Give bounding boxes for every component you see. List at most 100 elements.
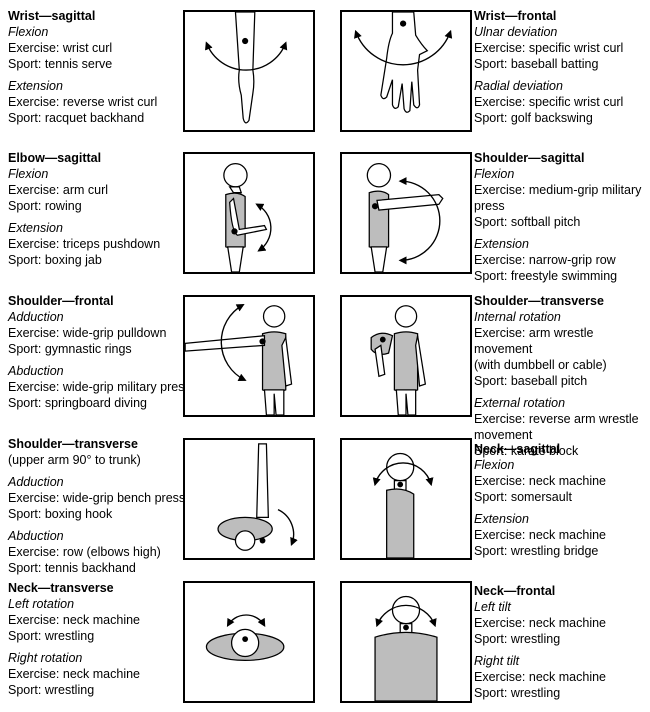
section-label: Radial deviation <box>474 79 563 93</box>
section-line: Exercise: medium-grip military <box>474 183 642 197</box>
neck-frontal-illustration <box>374 595 438 701</box>
neck-sagittal-illustration <box>372 452 434 558</box>
section-line: Exercise: neck machine <box>474 670 607 684</box>
section-line: Exercise: neck machine <box>474 616 607 630</box>
block-shoulder-sagittal: Shoulder—sagittal Flexion Exercise: medi… <box>474 150 641 284</box>
block-elbow-sagittal: Elbow—sagittal Flexion Exercise: arm cur… <box>8 150 160 268</box>
shoulder-transverse-illustration <box>370 305 427 415</box>
section-label: Flexion <box>8 167 49 181</box>
figure-shoulder-frontal <box>183 295 315 417</box>
neck-transverse-illustration <box>205 614 285 662</box>
section-label: External rotation <box>474 396 566 410</box>
section-line: Exercise: specific wrist curl <box>474 95 624 109</box>
block-title: Wrist—frontal <box>474 9 557 23</box>
section-label: Extension <box>474 237 529 251</box>
section-label: Ulnar deviation <box>474 25 558 39</box>
section-line: Exercise: wrist curl <box>8 41 113 55</box>
block-neck-transverse: Neck—transverse Left rotation Exercise: … <box>8 580 140 698</box>
section-line: press <box>474 199 505 213</box>
section-label: Internal rotation <box>474 310 561 324</box>
block-title: Neck—sagittal <box>474 442 561 456</box>
section-label: Flexion <box>474 458 515 472</box>
section-line: Exercise: wide-grip pulldown <box>8 326 167 340</box>
section-line: Sport: rowing <box>8 199 82 213</box>
section-line: Sport: boxing jab <box>8 253 102 267</box>
block-title: Neck—frontal <box>474 584 556 598</box>
block-wrist-frontal: Wrist—frontal Ulnar deviation Exercise: … <box>474 8 623 126</box>
section-line: Sport: golf backswing <box>474 111 593 125</box>
section-label: Extension <box>474 512 529 526</box>
section-line: Sport: tennis serve <box>8 57 113 71</box>
section-label: Flexion <box>474 167 515 181</box>
block-wrist-sagittal: Wrist—sagittal Flexion Exercise: wrist c… <box>8 8 157 126</box>
section-line: Exercise: row (elbows high) <box>8 545 161 559</box>
block-title: Neck—transverse <box>8 581 114 595</box>
block-title: Shoulder—frontal <box>8 294 114 308</box>
section-line: Sport: baseball pitch <box>474 374 588 388</box>
section-line: Exercise: neck machine <box>8 667 141 681</box>
figure-neck-transverse <box>183 581 315 703</box>
shoulder-sagittal-illustration <box>366 163 444 272</box>
figure-neck-sagittal <box>340 438 472 560</box>
block-title: Shoulder—transverse <box>474 294 604 308</box>
section-label: Left tilt <box>474 600 511 614</box>
section-line: Sport: somersault <box>474 490 572 504</box>
section-line: Exercise: triceps pushdown <box>8 237 161 251</box>
block-title: Wrist—sagittal <box>8 9 96 23</box>
section-line: Sport: wrestling <box>474 632 561 646</box>
section-label: Adduction <box>8 475 64 489</box>
block-shoulder-transverse-90: Shoulder—transverse (upper arm 90° to tr… <box>8 436 185 576</box>
section-label: Abduction <box>8 529 64 543</box>
section-line: Exercise: reverse wrist curl <box>8 95 158 109</box>
section-line: Sport: baseball batting <box>474 57 599 71</box>
section-line: (with dumbbell or cable) <box>474 358 607 372</box>
section-line: Exercise: arm curl <box>8 183 109 197</box>
section-line: Exercise: narrow-grip row <box>474 253 616 267</box>
section-line: Sport: wrestling <box>8 629 95 643</box>
section-line: Exercise: wide-grip military press <box>8 380 191 394</box>
block-title: Shoulder—transverse <box>8 437 138 451</box>
block-shoulder-frontal: Shoulder—frontal Adduction Exercise: wid… <box>8 293 191 411</box>
section-line: Sport: freestyle swimming <box>474 269 618 283</box>
shoulder-transverse-90-illustration <box>217 443 298 551</box>
section-label: Extension <box>8 79 63 93</box>
elbow-sagittal-illustration <box>223 163 272 272</box>
section-line: Exercise: arm wrestle movement <box>474 326 594 356</box>
section-label: Right rotation <box>8 651 83 665</box>
block-neck-frontal: Neck—frontal Left tilt Exercise: neck ma… <box>474 583 606 701</box>
section-line: Sport: wrestling <box>8 683 95 697</box>
section-line: Exercise: neck machine <box>474 528 607 542</box>
section-label: Extension <box>8 221 63 235</box>
wrist-frontal-illustration <box>354 12 453 113</box>
section-line: Exercise: neck machine <box>474 474 607 488</box>
figure-wrist-sagittal <box>183 10 315 132</box>
block-title: Shoulder—sagittal <box>474 151 585 165</box>
figure-elbow-sagittal <box>183 152 315 274</box>
figure-shoulder-sagittal <box>340 152 472 274</box>
section-line: Sport: gymnastic rings <box>8 342 132 356</box>
section-line: Exercise: specific wrist curl <box>474 41 624 55</box>
section-line: Sport: tennis backhand <box>8 561 136 575</box>
block-neck-sagittal: Neck—sagittal Flexion Exercise: neck mac… <box>474 441 606 559</box>
section-label: Adduction <box>8 310 64 324</box>
section-line: movement <box>474 428 533 442</box>
figure-shoulder-transverse <box>340 295 472 417</box>
block-title: Elbow—sagittal <box>8 151 102 165</box>
section-line: Sport: wrestling bridge <box>474 544 599 558</box>
section-line: Sport: springboard diving <box>8 396 147 410</box>
section-line: Sport: boxing hook <box>8 507 113 521</box>
section-label: Left rotation <box>8 597 75 611</box>
section-line: Sport: karate block <box>474 444 579 458</box>
block-shoulder-transverse: Shoulder—transverse Internal rotation Ex… <box>474 293 650 459</box>
section-line: Sport: wrestling <box>474 686 561 700</box>
section-line: Sport: softball pitch <box>474 215 581 229</box>
section-label: Abduction <box>8 364 64 378</box>
block-note: (upper arm 90° to trunk) <box>8 453 141 467</box>
figure-shoulder-transverse-90 <box>183 438 315 560</box>
section-line: Exercise: reverse arm wrestle <box>474 412 639 426</box>
figure-wrist-frontal <box>340 10 472 132</box>
section-line: Sport: racquet backhand <box>8 111 145 125</box>
section-line: Exercise: neck machine <box>8 613 141 627</box>
section-label: Flexion <box>8 25 49 39</box>
wrist-sagittal-illustration <box>205 12 288 124</box>
